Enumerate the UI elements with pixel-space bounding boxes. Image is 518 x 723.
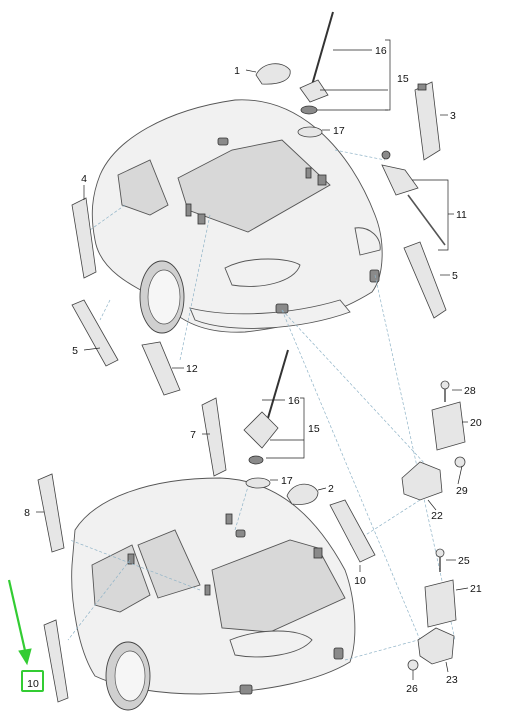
callout-5-left: 5	[72, 345, 78, 357]
part-26-nut	[407, 659, 419, 671]
part-5-module-right	[403, 241, 447, 319]
callout-17-top: 17	[333, 125, 345, 137]
callout-21: 21	[470, 583, 482, 595]
part-2-antenna-cover	[286, 483, 319, 505]
callout-23: 23	[446, 674, 458, 686]
part-5-module-left	[71, 299, 119, 367]
part-16-antenna-rod-top	[299, 11, 334, 103]
callout-5-right: 5	[452, 270, 458, 282]
callout-2: 2	[328, 483, 334, 495]
part-23-bracket	[417, 627, 455, 665]
arrow-head-icon	[18, 648, 32, 666]
part-3-module	[414, 81, 441, 161]
part-25-screw	[435, 548, 445, 572]
leader-lines	[36, 39, 469, 680]
sedan-illustration	[91, 99, 383, 334]
part-28-screw	[440, 380, 450, 402]
callout-16-top: 16	[375, 45, 387, 57]
callout-15-bottom: 15	[308, 423, 320, 435]
part-15-antenna-nut-top	[300, 105, 318, 115]
callout-17-bottom: 17	[281, 475, 293, 487]
highlight-box	[21, 670, 44, 692]
part-17-seal-bottom	[245, 477, 271, 489]
part-20-control-unit	[431, 401, 466, 451]
part-4-module-left	[71, 197, 97, 279]
callout-1: 1	[234, 65, 240, 77]
wagon-illustration	[71, 477, 356, 711]
callout-28: 28	[464, 385, 476, 397]
highlight-annotation	[7, 579, 44, 692]
callout-10-left: 10	[27, 678, 39, 690]
callout-25: 25	[458, 555, 470, 567]
part-17-seal-top	[297, 126, 323, 138]
part-22-bracket	[401, 461, 443, 501]
callout-3: 3	[450, 110, 456, 122]
part-29-nut	[454, 456, 466, 468]
part-15-antenna-nut-bottom	[248, 455, 264, 465]
part-8-module	[37, 473, 65, 553]
callout-11: 11	[456, 209, 467, 221]
part-16-antenna-rod-bottom	[243, 349, 289, 449]
part-1-antenna-cover	[255, 63, 291, 85]
part-10-module-right	[329, 499, 376, 563]
part-12-control-unit	[141, 341, 181, 396]
routing-lines	[67, 149, 456, 661]
callout-12: 12	[186, 363, 198, 375]
callout-4: 4	[81, 173, 87, 185]
callout-20: 20	[470, 417, 482, 429]
callout-15-top: 15	[397, 73, 409, 85]
callout-22: 22	[431, 510, 443, 522]
part-11-cable-amplifier	[381, 150, 446, 246]
callout-26: 26	[406, 683, 418, 695]
callout-10-right: 10	[354, 575, 366, 587]
callout-29: 29	[456, 485, 468, 497]
callout-7: 7	[190, 429, 196, 441]
callout-16-bottom: 16	[288, 395, 300, 407]
part-21-control-unit	[424, 579, 457, 628]
part-10-module-left	[43, 619, 69, 703]
callout-labels: 1 16 15 17 3 11 4 5 5 12 16 15 17 2 7 8 …	[24, 45, 482, 695]
callout-8: 8	[24, 507, 30, 519]
part-7-module	[201, 397, 227, 477]
